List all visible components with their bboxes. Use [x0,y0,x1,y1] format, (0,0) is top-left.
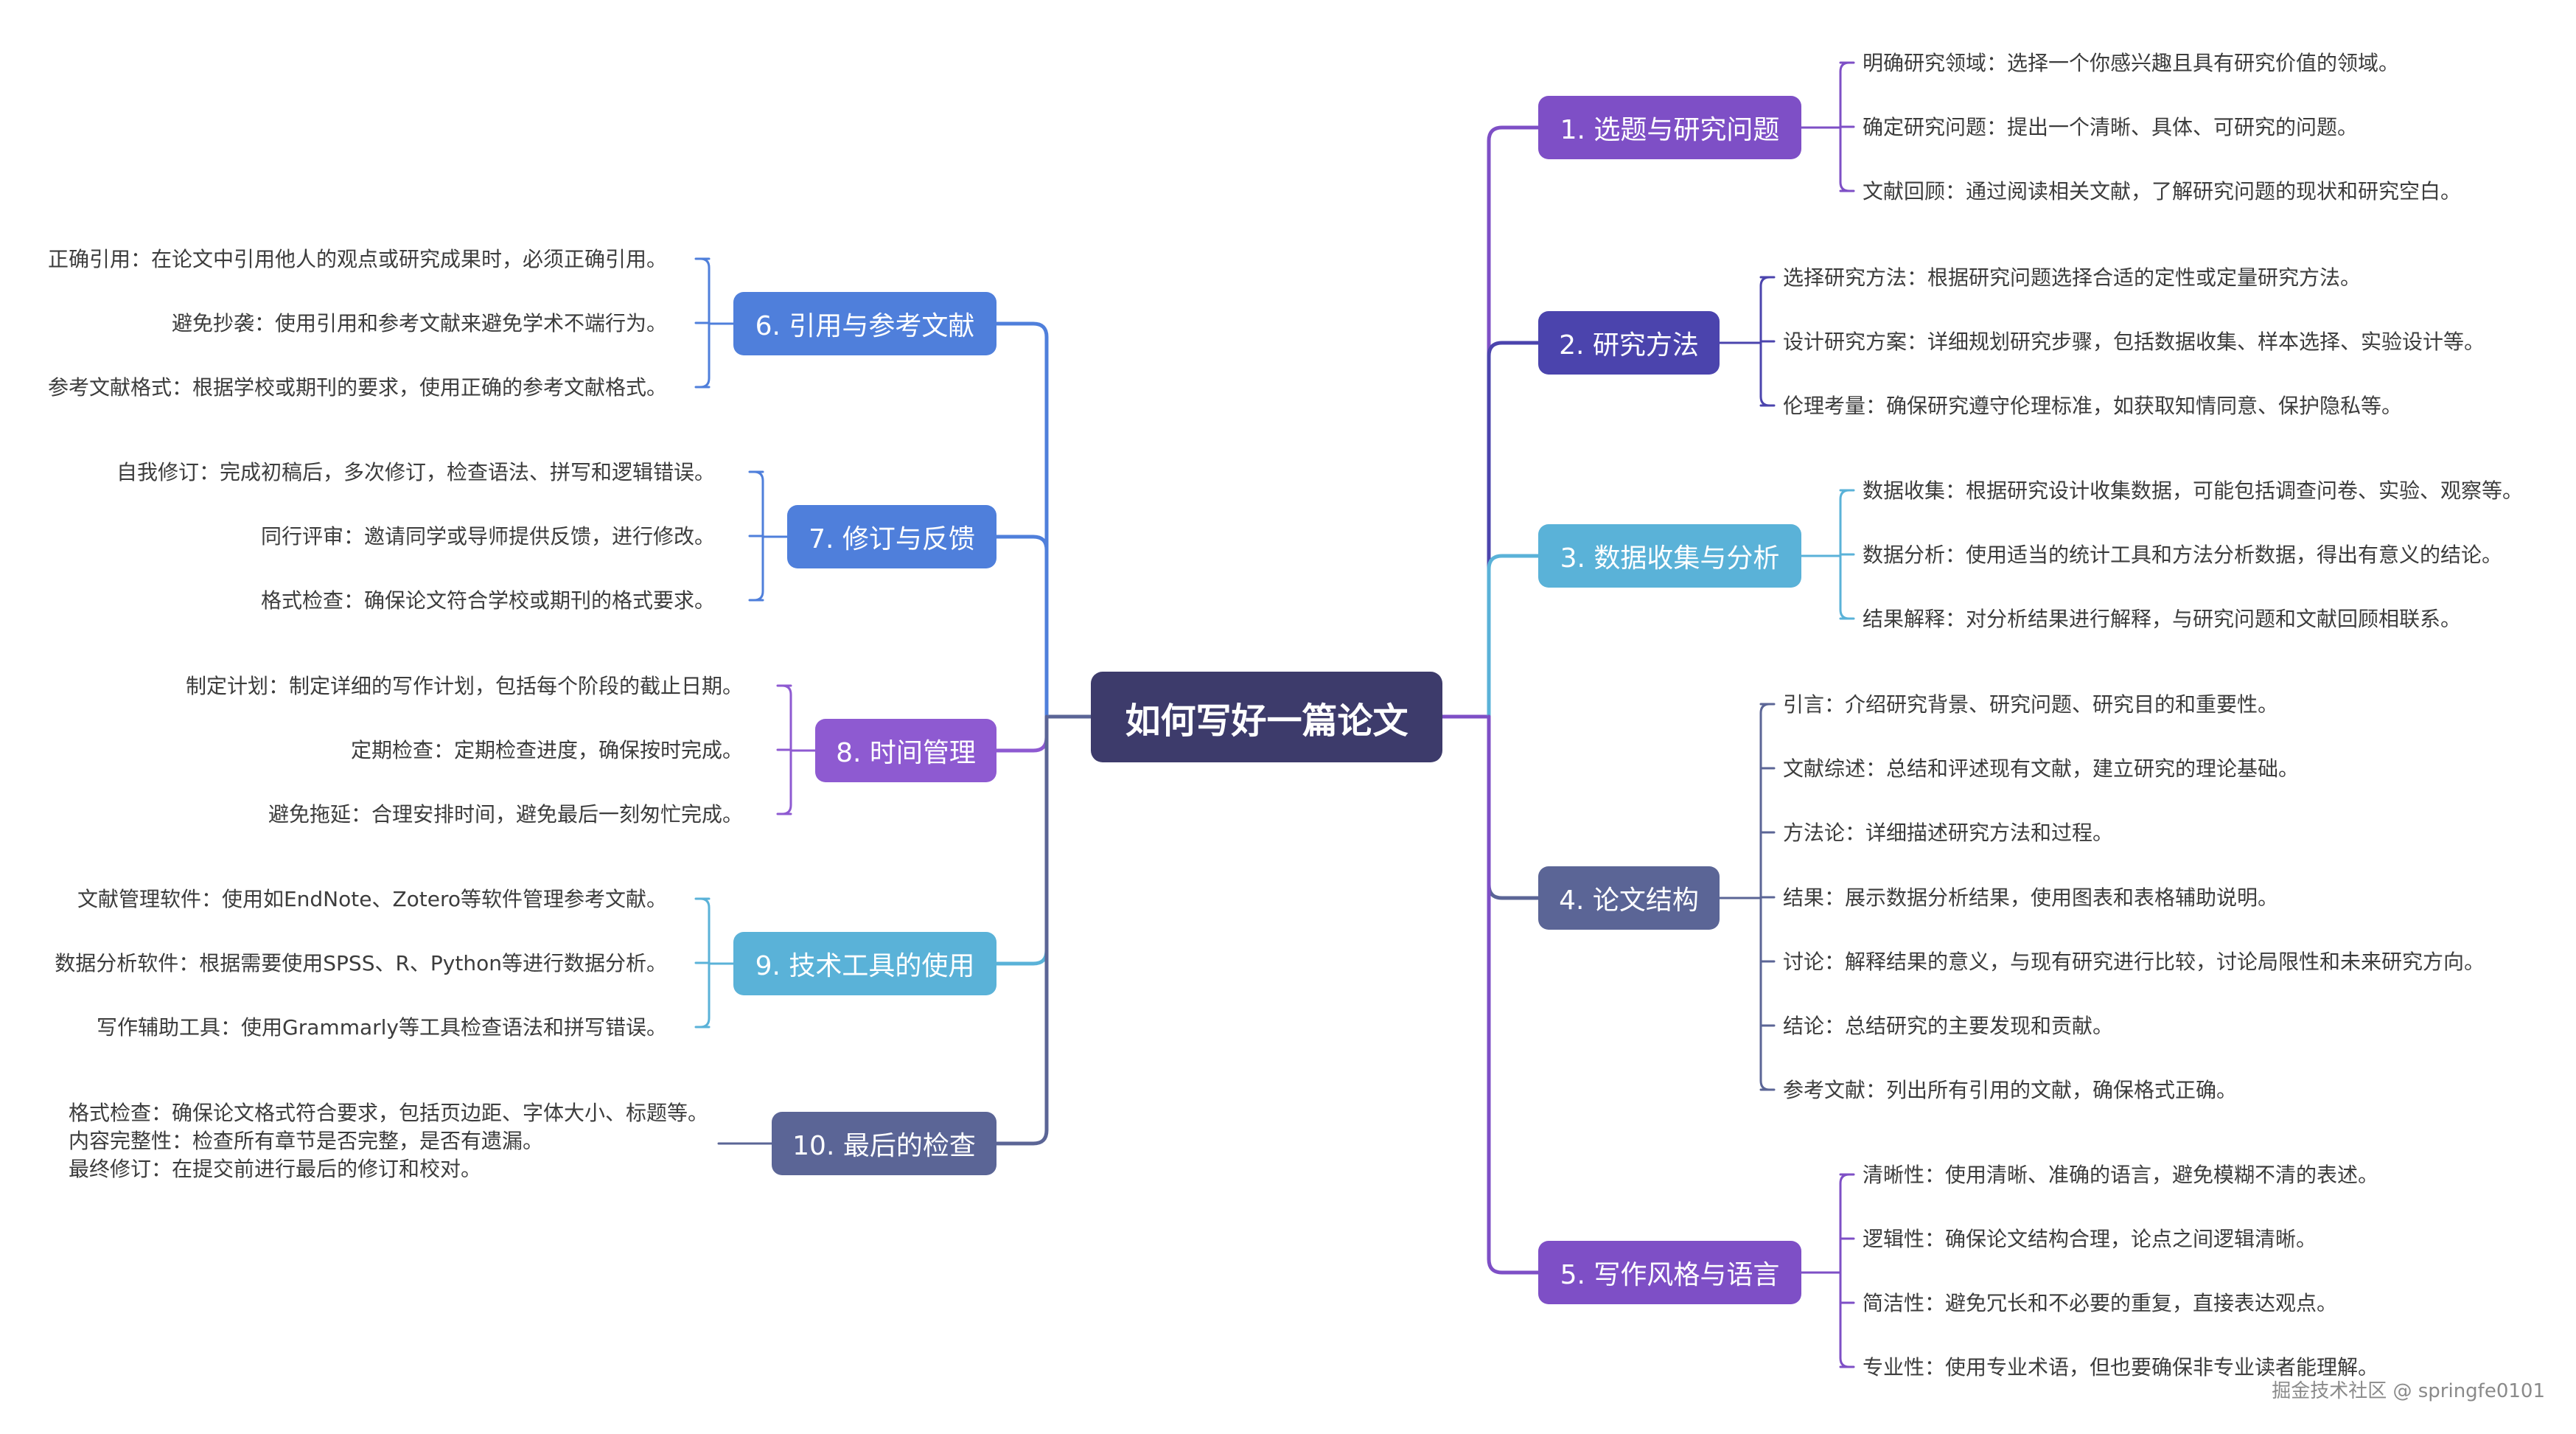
connector-line [1839,1173,1851,1368]
leaf-text: 数据收集：根据研究设计收集数据，可能包括调查问卷、实验、观察等。 [1863,478,2524,503]
leaf-text: 讨论：解释结果的意义，与现有研究进行比较，讨论局限性和未来研究方向。 [1783,950,2485,974]
leaf-text: 参考文献：列出所有引用的文献，确保格式正确。 [1783,1078,2238,1102]
leaf-text: 文献回顾：通过阅读相关文献，了解研究问题的现状和研究空白。 [1863,179,2462,203]
root-title: 如何写好一篇论文 [1125,700,1409,742]
leaf-text: 数据分析：使用适当的统计工具和方法分析数据，得出有意义的结论。 [1863,543,2503,567]
leaf-text: 逻辑性：确保论文结构合理，论点之间逻辑清晰。 [1863,1227,2317,1251]
leaf-text: 明确研究领域：选择一个你感兴趣且具有研究价值的领域。 [1863,51,2400,75]
leaf-text: 避免抄袭：使用引用和参考文献来避免学术不端行为。 [171,311,667,335]
branch-title: 1. 选题与研究问题 [1560,115,1780,145]
leaf-text: 选择研究方法：根据研究问题选择合适的定性或定量研究方法。 [1783,265,2362,290]
leaf-text: 制定计划：制定详细的写作计划，包括每个阶段的截止日期。 [185,674,743,698]
leaf-text: 结果：展示数据分析结果，使用图表和表格辅助说明。 [1783,885,2279,910]
leaf-text: 结论：总结研究的主要发现和贡献。 [1783,1014,2114,1038]
leaf-text: 定期检查：定期检查进度，确保按时完成。 [350,738,743,762]
leaf-text: 文献管理软件：使用如EndNote、Zotero等软件管理参考文献。 [77,887,667,911]
branch-title: 8. 时间管理 [836,738,976,768]
leaf-text: 写作辅助工具：使用Grammarly等工具检查语法和拼写错误。 [97,1015,667,1040]
leaf-text: 格式检查：确保论文格式符合要求，包括页边距、字体大小、标题等。 [69,1101,709,1125]
leaf-text: 格式检查：确保论文符合学校或期刊的格式要求。 [260,588,715,613]
branch-title: 4. 论文结构 [1559,885,1699,916]
branch-title: 7. 修订与反馈 [809,524,975,554]
branch-citations[interactable]: 6. 引用与参考文献 [733,292,996,355]
connector-line [994,714,1049,966]
final-check-notes: 格式检查：确保论文格式符合要求，包括页边距、字体大小、标题等。 内容完整性：检查… [69,1099,708,1183]
branch-title: 5. 写作风格与语言 [1560,1260,1780,1290]
watermark: 掘金技术社区 @ springfe0101 [2272,1380,2545,1402]
leaf-text: 设计研究方案：详细规划研究步骤，包括数据收集、样本选择、实验设计等。 [1783,330,2485,354]
leaf-text: 引言：介绍研究背景、研究问题、研究目的和重要性。 [1783,692,2279,717]
connector-line [994,321,1049,719]
connector-line [994,714,1049,753]
branch-data-analysis[interactable]: 3. 数据收集与分析 [1538,524,1801,588]
connector-line [994,535,1049,719]
leaf-text: 清晰性：使用清晰、准确的语言，避免模糊不清的表述。 [1863,1163,2379,1187]
leaf-text: 自我修订：完成初稿后，多次修订，检查语法、拼写和逻辑错误。 [116,460,715,484]
branch-title: 10. 最后的检查 [792,1131,976,1161]
leaf-text: 简洁性：避免冗长和不必要的重复，直接表达观点。 [1863,1291,2338,1315]
branch-paper-structure[interactable]: 4. 论文结构 [1538,866,1720,930]
connector-line [1487,125,1540,719]
branch-topic-selection[interactable]: 1. 选题与研究问题 [1538,96,1801,159]
leaf-text: 同行评审：邀请同学或导师提供反馈，进行修改。 [260,524,715,549]
leaf-text: 结果解释：对分析结果进行解释，与研究问题和文献回顾相联系。 [1863,607,2462,631]
branch-writing-style[interactable]: 5. 写作风格与语言 [1538,1241,1801,1304]
connector-line [1487,554,1540,719]
branch-research-methods[interactable]: 2. 研究方法 [1538,311,1720,375]
branch-time-management[interactable]: 8. 时间管理 [815,719,996,782]
leaf-text: 伦理考量：确保研究遵守伦理标准，如获取知情同意、保护隐私等。 [1783,394,2403,418]
root-node[interactable]: 如何写好一篇论文 [1091,672,1442,762]
connector-line [1487,714,1540,1275]
branch-revision-feedback[interactable]: 7. 修订与反馈 [787,505,996,568]
branch-title: 9. 技术工具的使用 [755,951,975,981]
leaf-text: 数据分析软件：根据需要使用SPSS、R、Python等进行数据分析。 [55,951,667,975]
leaf-text: 正确引用：在论文中引用他人的观点或研究成果时，必须正确引用。 [47,247,667,271]
leaf-text: 内容完整性：检查所有章节是否完整，是否有遗漏。 [69,1129,544,1153]
branch-tech-tools[interactable]: 9. 技术工具的使用 [733,932,996,995]
leaf-text: 方法论：详细描述研究方法和过程。 [1783,821,2114,845]
connector-line [1487,714,1540,900]
leaf-text: 确定研究问题：提出一个清晰、具体、可研究的问题。 [1863,115,2359,139]
leaf-text: 最终修订：在提交前进行最后的修订和校对。 [69,1157,482,1181]
leaf-text: 文献综述：总结和评述现有文献，建立研究的理论基础。 [1783,756,2300,781]
leaf-text: 参考文献格式：根据学校或期刊的要求，使用正确的参考文献格式。 [47,375,667,400]
branch-title: 2. 研究方法 [1559,330,1699,361]
branch-title: 3. 数据收集与分析 [1560,543,1780,574]
branch-final-check[interactable]: 10. 最后的检查 [772,1112,996,1175]
leaf-text: 专业性：使用专业术语，但也要确保非专业读者能理解。 [1863,1355,2379,1379]
leaf-text: 避免拖延：合理安排时间，避免最后一刻匆忙完成。 [268,802,743,826]
connector-line [1487,341,1540,719]
branch-title: 6. 引用与参考文献 [755,311,975,341]
connector-line [994,714,1049,1146]
